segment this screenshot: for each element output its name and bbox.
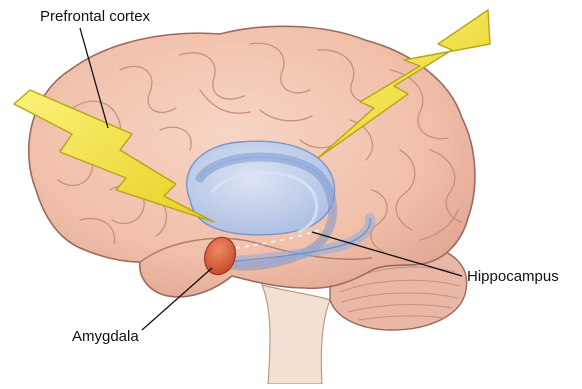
amygdala-label: Amygdala bbox=[72, 328, 139, 345]
prefrontal-cortex-label: Prefrontal cortex bbox=[40, 8, 150, 25]
hippocampus-label: Hippocampus bbox=[467, 268, 559, 285]
brainstem bbox=[262, 285, 330, 384]
